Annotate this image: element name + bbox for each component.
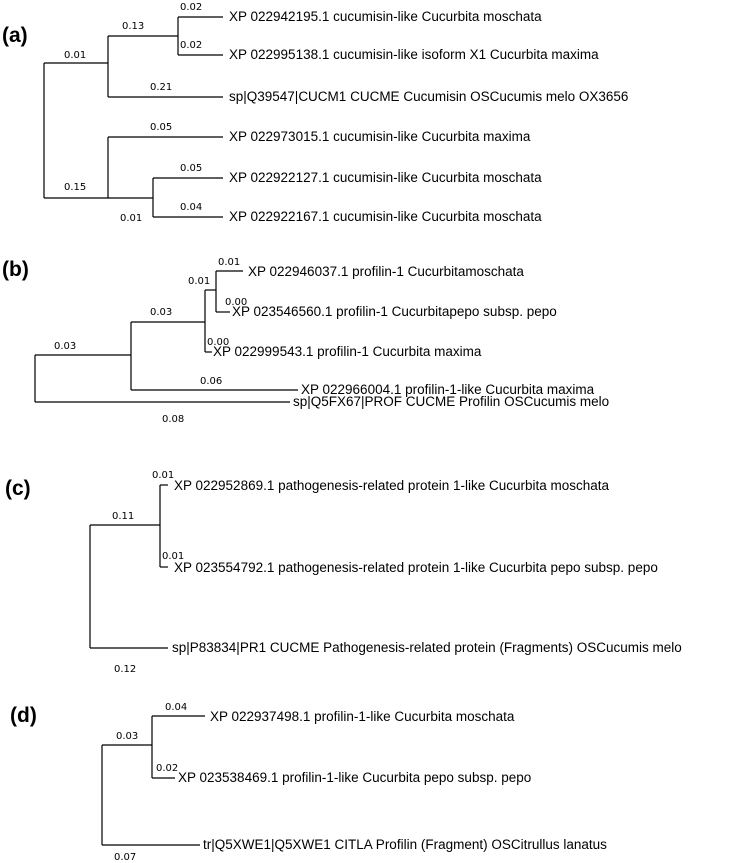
taxon-label: XP 022995138.1 cucumisin-like isoform X1… — [229, 47, 599, 62]
branch-length-label: 0.00 — [207, 337, 229, 348]
panel-c: (c) XP 022952869.1 pathogenesis-related … — [5, 470, 682, 675]
branch-length-label: 0.11 — [112, 511, 134, 522]
panel-d: (d) XP 022937498.1 profilin-1-like Cucur… — [10, 702, 607, 863]
taxon-label: XP 022973015.1 cucumisin-like Cucurbita … — [229, 129, 531, 144]
branch-length-label: 0.04 — [180, 202, 202, 213]
branch-length-label: 0.07 — [114, 852, 136, 863]
taxon-label: XP 023538469.1 profilin-1-like Cucurbita… — [178, 770, 531, 785]
taxon-label: tr|Q5XWE1|Q5XWE1 CITLA Profilin (Fragmen… — [203, 837, 607, 852]
taxon-label: XP 022966004.1 profilin-1-like Cucurbita… — [301, 382, 595, 397]
branch-length-label: 0.21 — [150, 82, 172, 93]
taxon-label: XP 023546560.1 profilin-1 Cucurbitapepo … — [232, 304, 557, 319]
taxon-label: XP 022922127.1 cucumisin-like Cucurbita … — [229, 170, 542, 185]
branch-length-label: 0.13 — [122, 21, 144, 32]
branch-length-label: 0.12 — [114, 664, 136, 675]
branch-length-label: 0.01 — [120, 213, 142, 224]
branch-length-label: 0.01 — [152, 470, 174, 481]
panel-c-label: (c) — [5, 477, 31, 500]
branch-length-label: 0.03 — [150, 307, 172, 318]
taxon-label: XP 022946037.1 profilin-1 Cucurbitamosch… — [248, 264, 524, 279]
branch-length-label: 0.15 — [64, 182, 86, 193]
branch-length-label: 0.08 — [162, 414, 184, 425]
branch-length-label: 0.01 — [188, 276, 210, 287]
taxon-label: XP 023554792.1 pathogenesis-related prot… — [174, 560, 658, 575]
taxon-label: XP 022937498.1 profilin-1-like Cucurbita… — [210, 709, 515, 724]
branch-length-label: 0.03 — [116, 731, 138, 742]
branch-length-label: 0.06 — [200, 376, 222, 387]
taxon-label: sp|Q39547|CUCM1 CUCME Cucumisin OSCucumi… — [229, 89, 628, 104]
taxon-label: XP 022999543.1 profilin-1 Cucurbita maxi… — [213, 344, 482, 359]
panel-d-label: (d) — [10, 704, 37, 727]
branch-length-label: 0.01 — [162, 551, 184, 562]
branch-length-label: 0.02 — [156, 763, 178, 774]
taxon-label: sp|Q5FX67|PROF CUCME Profilin OSCucumis … — [293, 394, 609, 409]
branch-length-label: 0.00 — [225, 297, 247, 308]
panel-a-label: (a) — [2, 24, 28, 47]
branch-length-label: 0.01 — [64, 50, 86, 61]
branch-length-label: 0.01 — [218, 257, 240, 268]
branch-length-label: 0.03 — [54, 341, 76, 352]
panel-a-branches — [43, 16, 223, 218]
branch-length-label: 0.05 — [180, 163, 202, 174]
taxon-label: XP 022952869.1 pathogenesis-related prot… — [174, 478, 610, 493]
branch-length-label: 0.02 — [180, 40, 202, 51]
panel-d-branches — [101, 715, 205, 846]
panel-a: (a) XP 022942195.1 cucumisin-like Cucurb… — [2, 2, 628, 224]
panel-b-branches — [34, 270, 298, 403]
branch-length-label: 0.04 — [165, 702, 187, 713]
taxon-label: XP 022942195.1 cucumisin-like Cucurbita … — [229, 9, 542, 24]
panel-b-label: (b) — [2, 258, 29, 281]
taxon-label: XP 022922167.1 cucumisin-like Cucurbita … — [229, 209, 542, 224]
branch-length-label: 0.05 — [150, 122, 172, 133]
panel-b: (b) XP 022946037.1 profilin-1 Cucurbitam… — [2, 257, 609, 425]
panel-c-branches — [89, 484, 168, 649]
branch-length-label: 0.02 — [180, 2, 202, 13]
taxon-label: sp|P83834|PR1 CUCME Pathogenesis-related… — [172, 640, 682, 655]
